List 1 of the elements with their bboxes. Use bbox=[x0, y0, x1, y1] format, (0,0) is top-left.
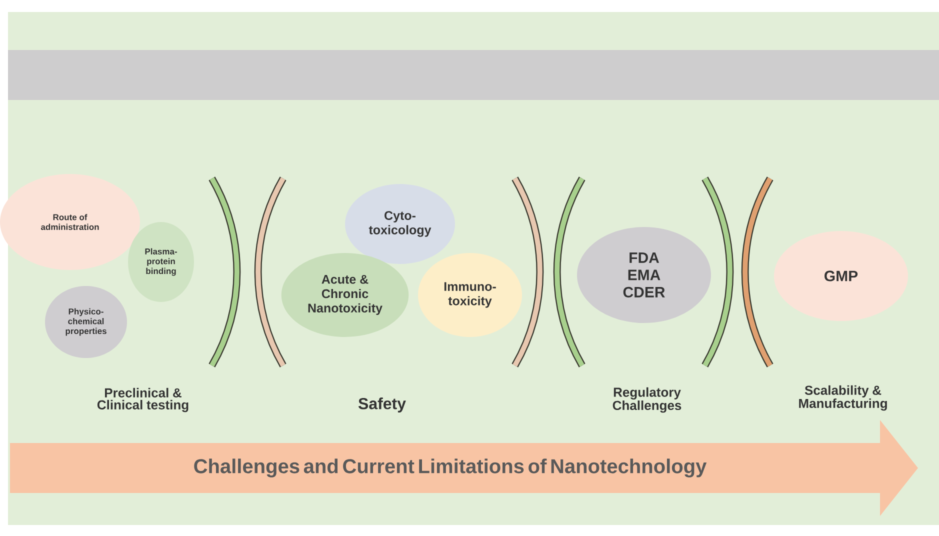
stage-label: Preclinical & Clinical testing bbox=[97, 388, 188, 412]
